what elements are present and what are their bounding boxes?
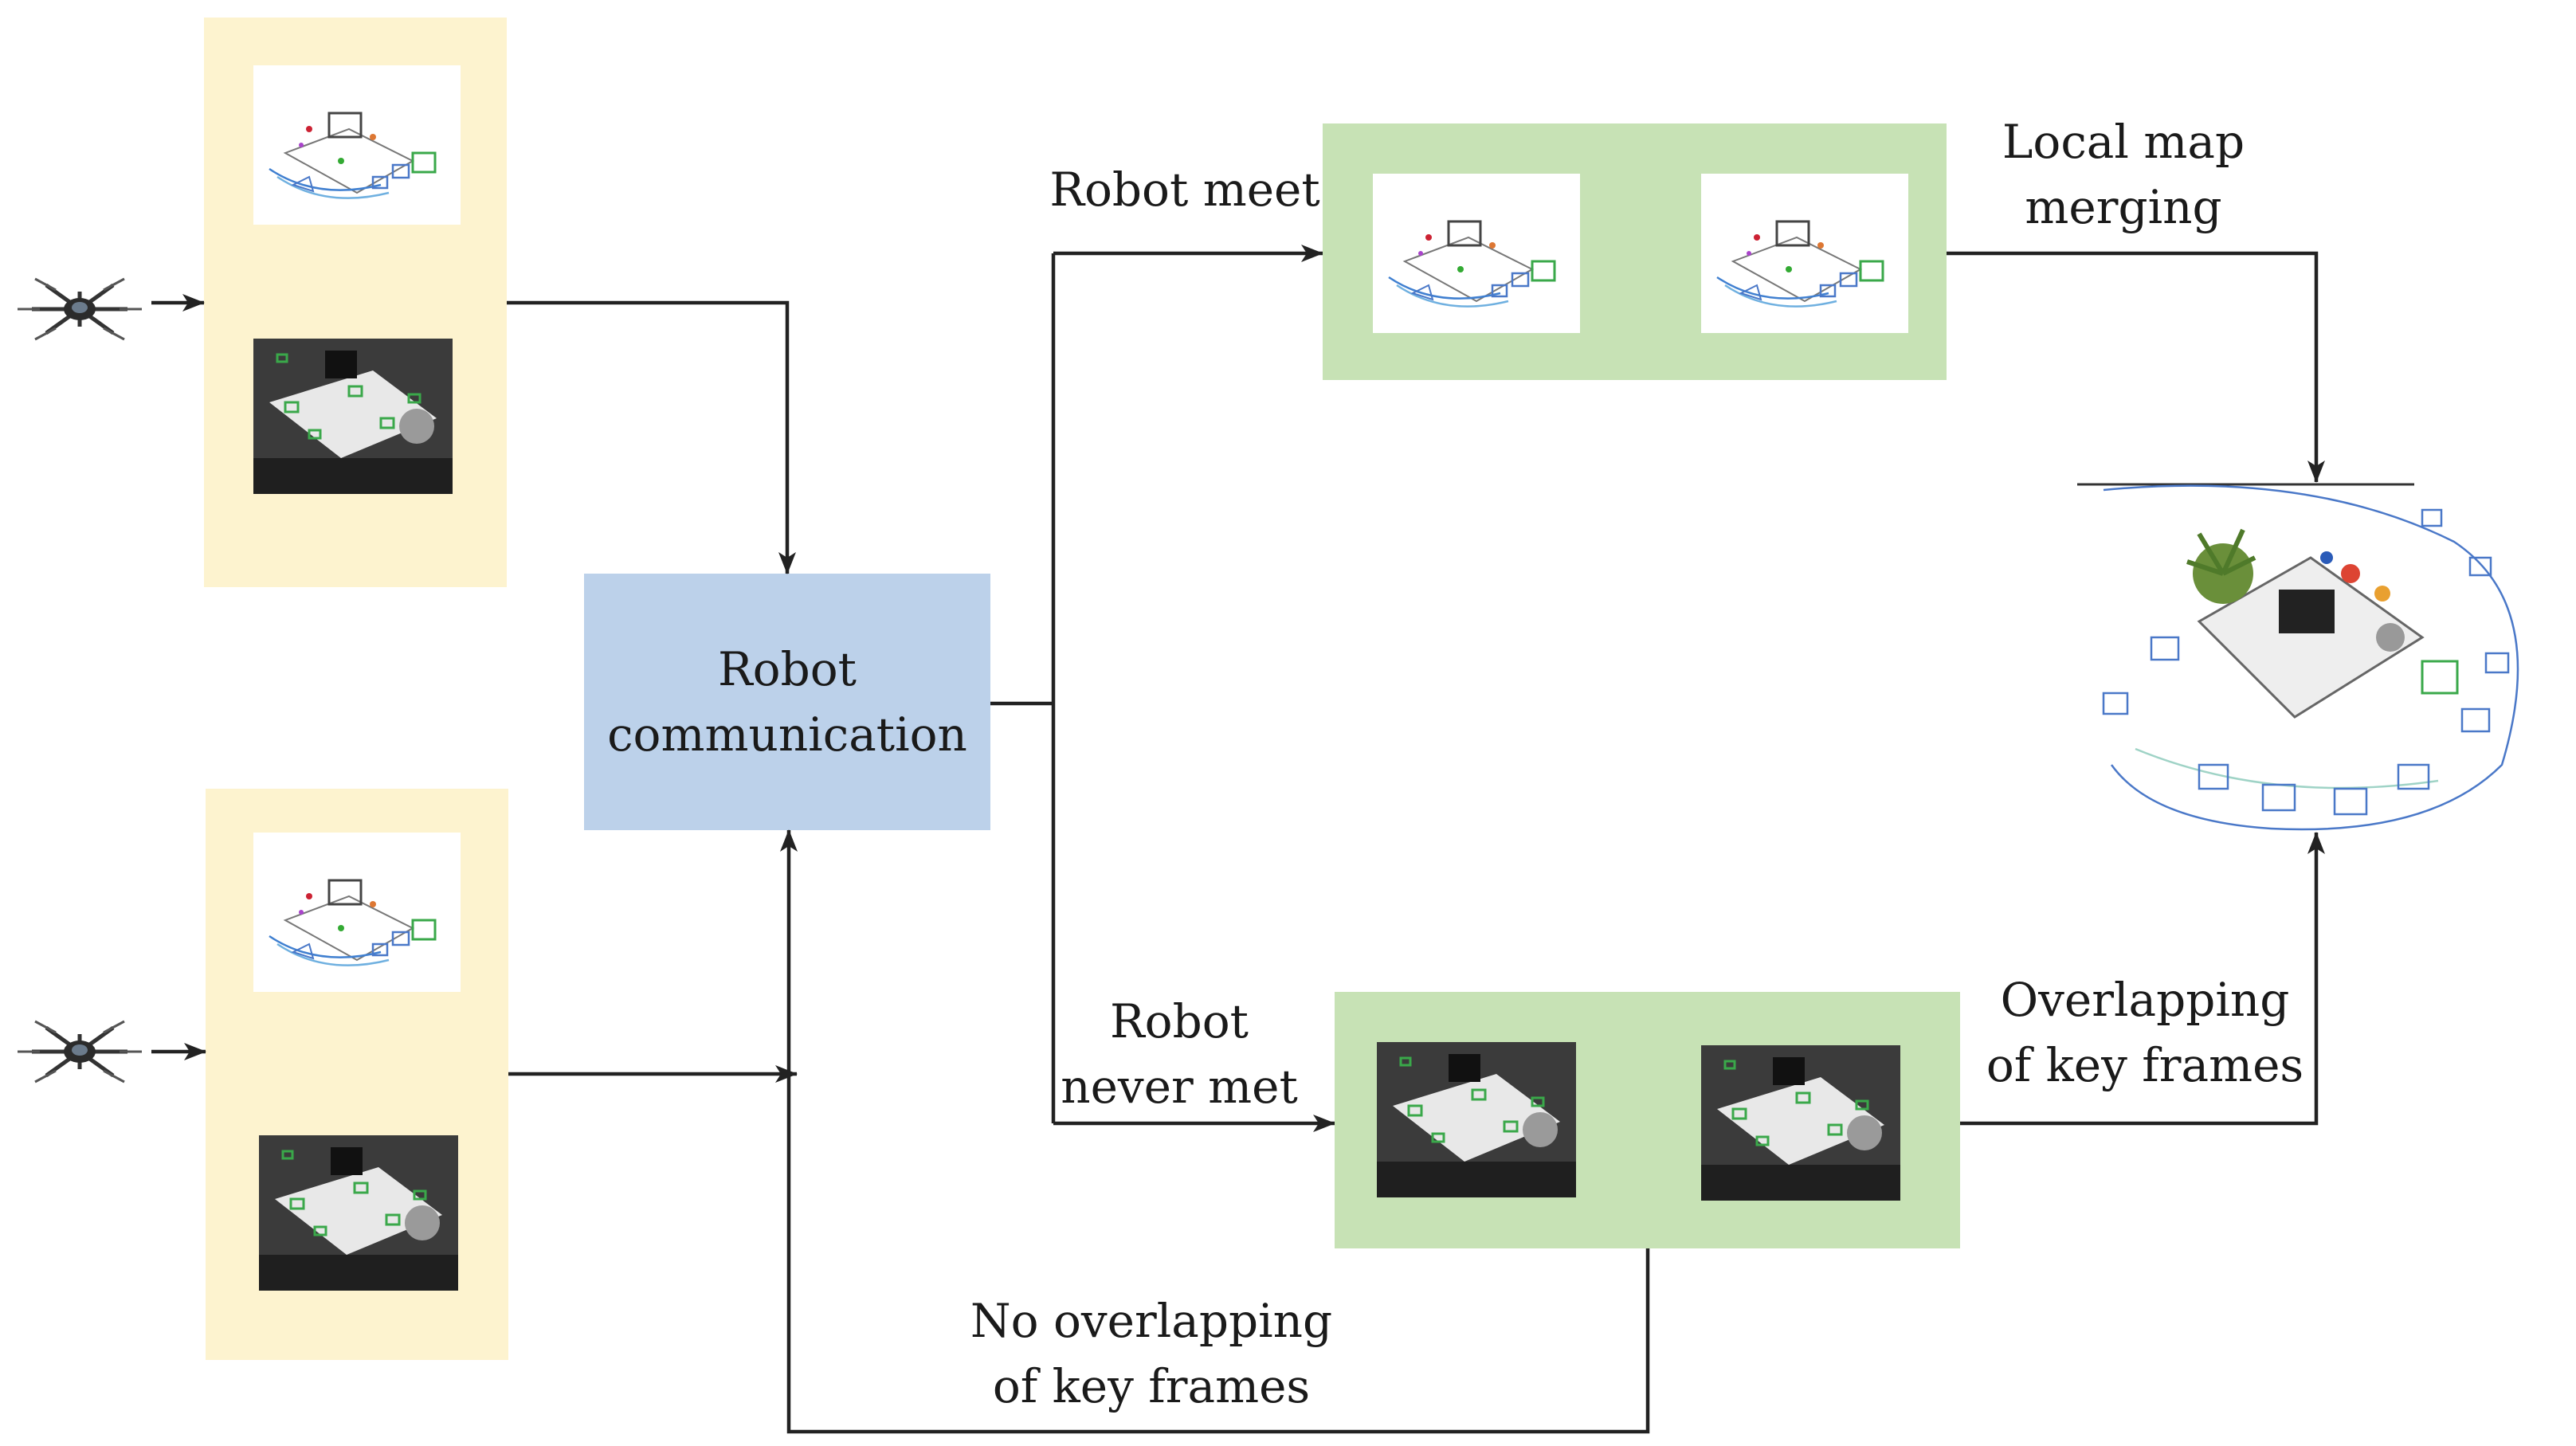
robot-never-met-label: never met — [1061, 1060, 1298, 1114]
robot-1-to-communication-arrow — [507, 300, 796, 574]
robot-2-panel — [206, 789, 508, 1360]
overlapping-label: of key frames — [1986, 1038, 2304, 1092]
key-frame-box — [1335, 992, 1960, 1248]
camera-frame-thumbnail — [252, 337, 454, 496]
robot-communication-label: Robot — [718, 642, 857, 696]
sparse-map-thumbnail — [252, 64, 462, 226]
overlapping-key-frames-arrow — [1960, 832, 2325, 1126]
sparse-map-thumbnail — [1371, 172, 1582, 335]
camera-frame-thumbnail — [257, 1134, 460, 1292]
local-map-box — [1323, 123, 1947, 380]
robot-never-met-label: Robot — [1110, 994, 1249, 1048]
robot-communication-label: communication — [607, 707, 967, 762]
no-overlapping-label: of key frames — [993, 1359, 1310, 1413]
sparse-map-thumbnail — [252, 831, 462, 993]
camera-frame-thumbnail — [1700, 1044, 1902, 1202]
robot-1-panel — [204, 18, 507, 587]
drone-icon — [18, 1021, 142, 1082]
no-overlapping-label: No overlapping — [970, 1294, 1332, 1348]
merged-map-image — [2077, 483, 2519, 831]
robot-meet-label: Robot meet — [1049, 163, 1319, 217]
overlapping-label: Overlapping — [2001, 973, 2290, 1027]
sparse-map-thumbnail — [1700, 172, 1910, 335]
local-map-merging-label: merging — [2025, 180, 2221, 234]
local-map-merging-label: Local map — [2002, 115, 2245, 169]
robot-communication-box — [584, 574, 990, 830]
camera-frame-thumbnail — [1375, 1040, 1578, 1199]
local-map-merging-arrow — [1947, 251, 2325, 483]
no-overlapping-arrow — [780, 829, 1650, 1434]
drone-icon — [18, 279, 142, 339]
